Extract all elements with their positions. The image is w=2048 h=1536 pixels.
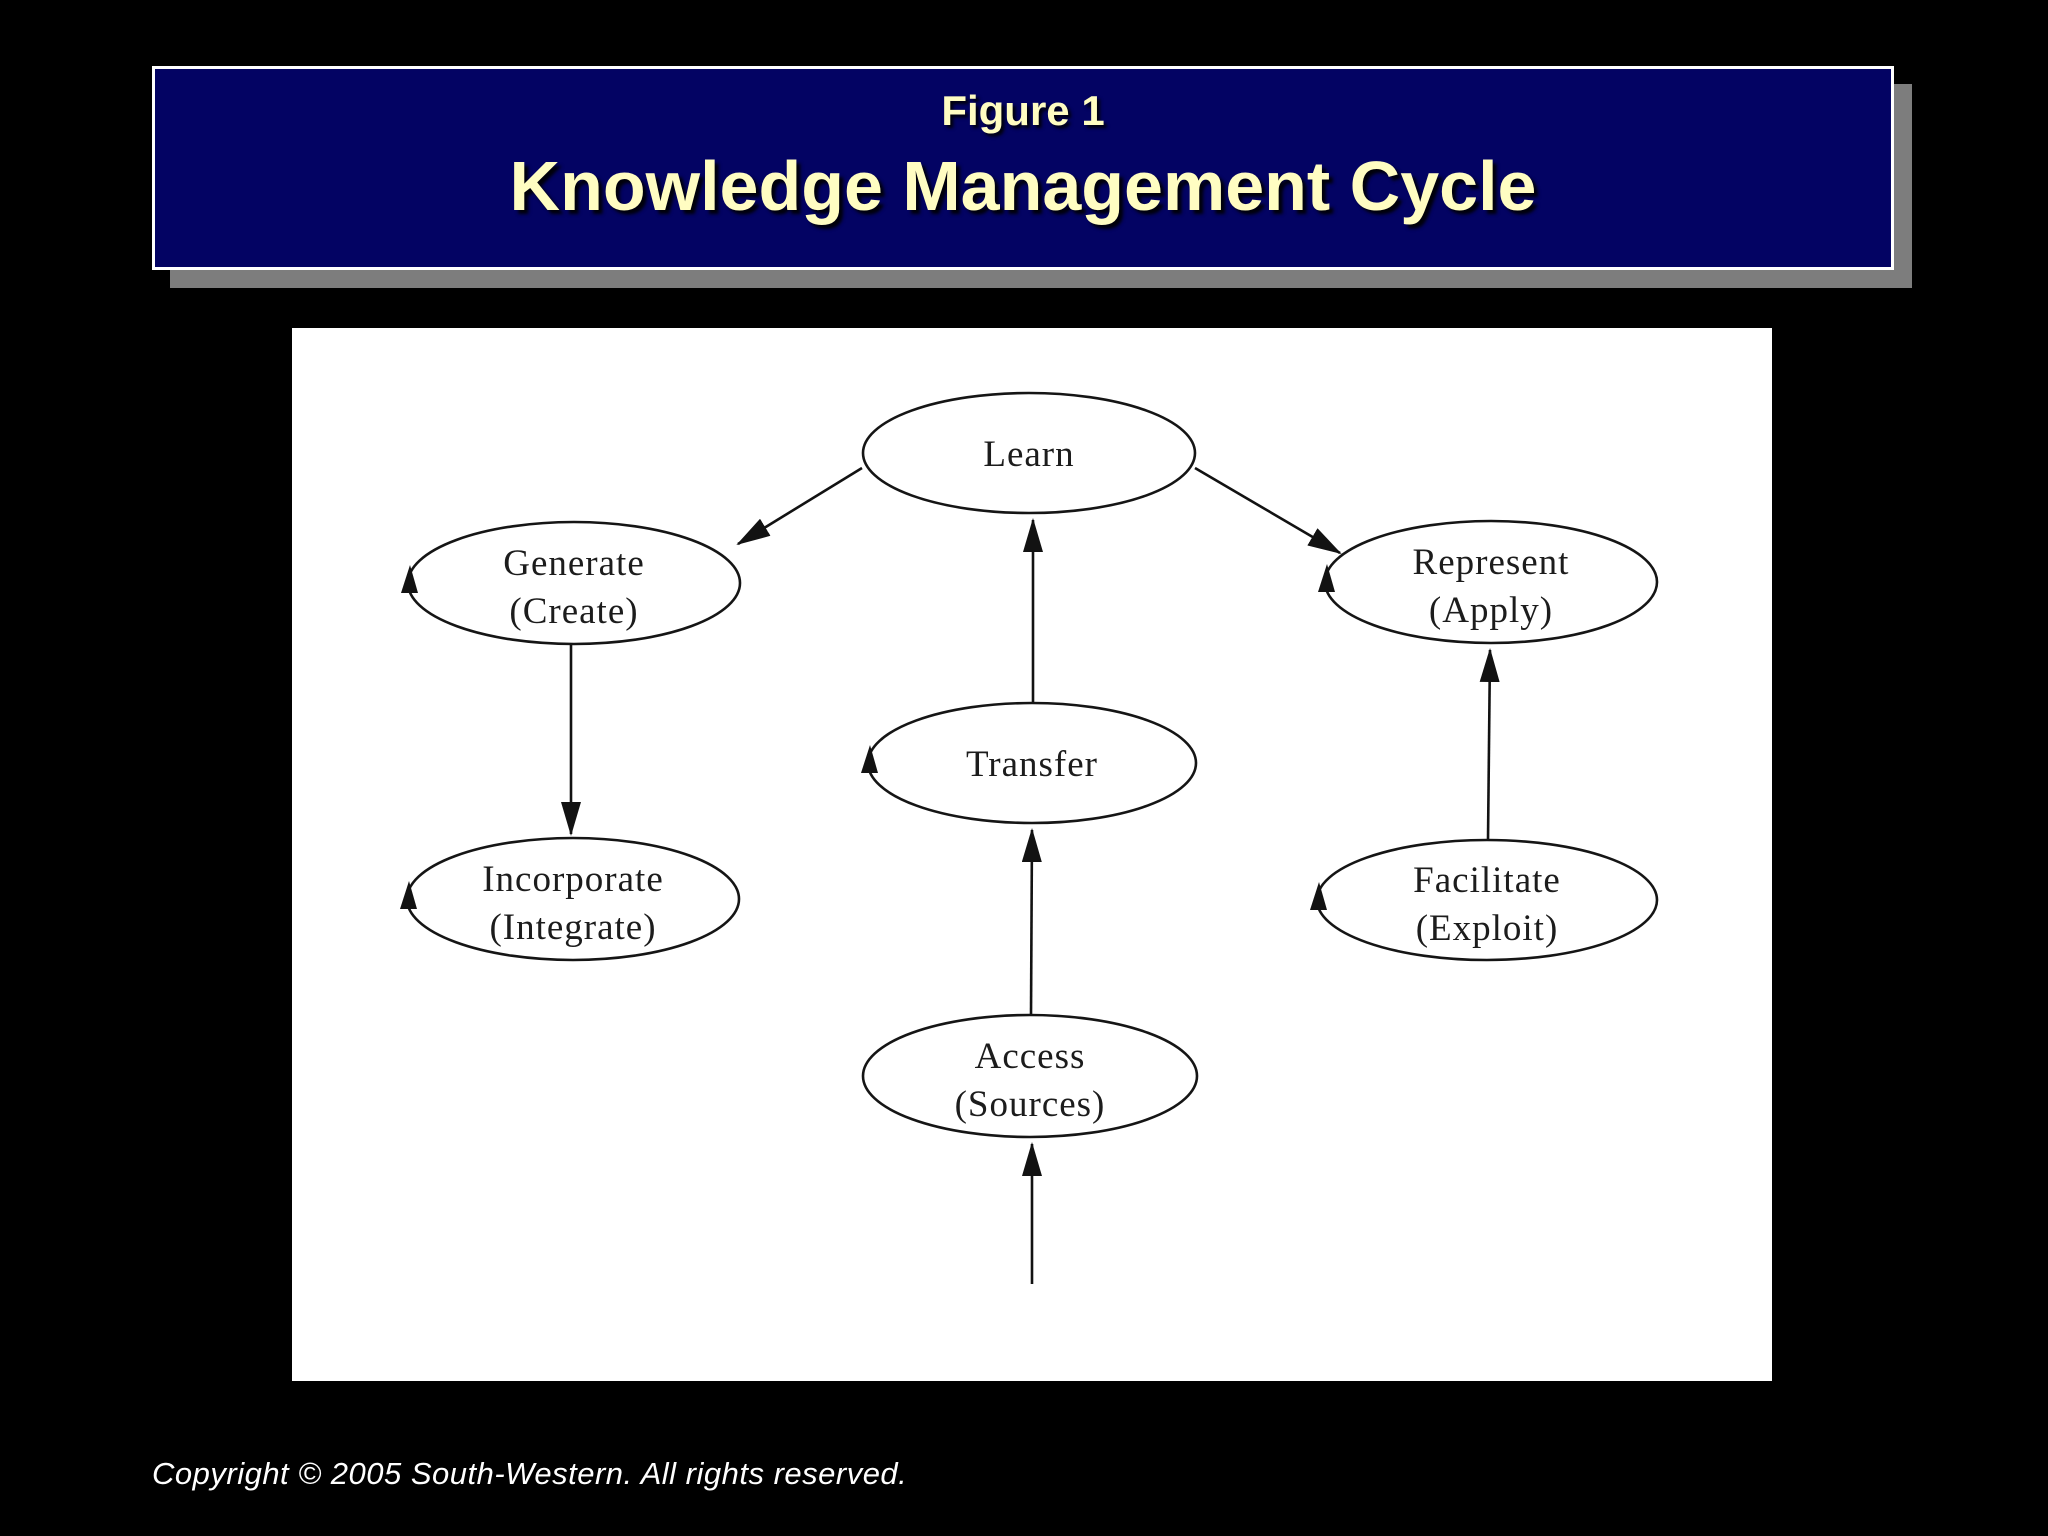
node-ellipse-learn xyxy=(861,391,1197,515)
edges-layer xyxy=(561,466,1500,1284)
node-incorporate: Incorporate (Integrate) xyxy=(400,836,741,962)
node-access: Access (Sources) xyxy=(861,1013,1199,1139)
edge-facilitate-represent xyxy=(1479,648,1500,841)
node-learn: Learn xyxy=(861,391,1197,515)
cycle-arrowhead-generate xyxy=(401,565,418,593)
node-sublabel-represent: (Apply) xyxy=(1429,590,1553,631)
node-sublabel-access: (Sources) xyxy=(955,1084,1106,1125)
edge-learn-represent xyxy=(1194,466,1342,555)
node-facilitate: Facilitate (Exploit) xyxy=(1310,838,1659,962)
node-label-generate: Generate xyxy=(503,543,645,584)
edge-learn-generate xyxy=(736,466,863,546)
page-title: Knowledge Management Cycle xyxy=(509,147,1537,225)
figure-label: Figure 1 xyxy=(941,87,1105,134)
node-generate: Generate (Create) xyxy=(401,520,742,646)
copyright-text: Copyright © 2005 South-Western. All righ… xyxy=(152,1456,908,1491)
cycle-arrowhead-transfer xyxy=(861,745,878,773)
node-sublabel-incorporate: (Integrate) xyxy=(489,907,656,948)
node-label-access: Access xyxy=(975,1036,1086,1077)
node-label-facilitate: Facilitate xyxy=(1413,860,1561,901)
node-label-represent: Represent xyxy=(1413,542,1570,583)
edge-access-transfer xyxy=(1021,828,1042,1016)
cycle-arrowhead-facilitate xyxy=(1310,882,1327,910)
cycle-arrowhead-represent xyxy=(1318,564,1335,592)
node-ellipse-access xyxy=(861,1013,1199,1139)
node-label-transfer: Transfer xyxy=(966,744,1098,785)
node-label-incorporate: Incorporate xyxy=(482,859,664,900)
node-represent: Represent (Apply) xyxy=(1318,519,1659,645)
node-label-learn: Learn xyxy=(983,434,1074,475)
node-transfer: Transfer xyxy=(861,701,1198,825)
node-sublabel-generate: (Create) xyxy=(509,591,638,632)
cycle-arrowhead-incorporate xyxy=(400,881,417,909)
title-banner: Figure 1 Knowledge Management Cycle xyxy=(152,66,1894,270)
node-sublabel-facilitate: (Exploit) xyxy=(1416,908,1559,949)
